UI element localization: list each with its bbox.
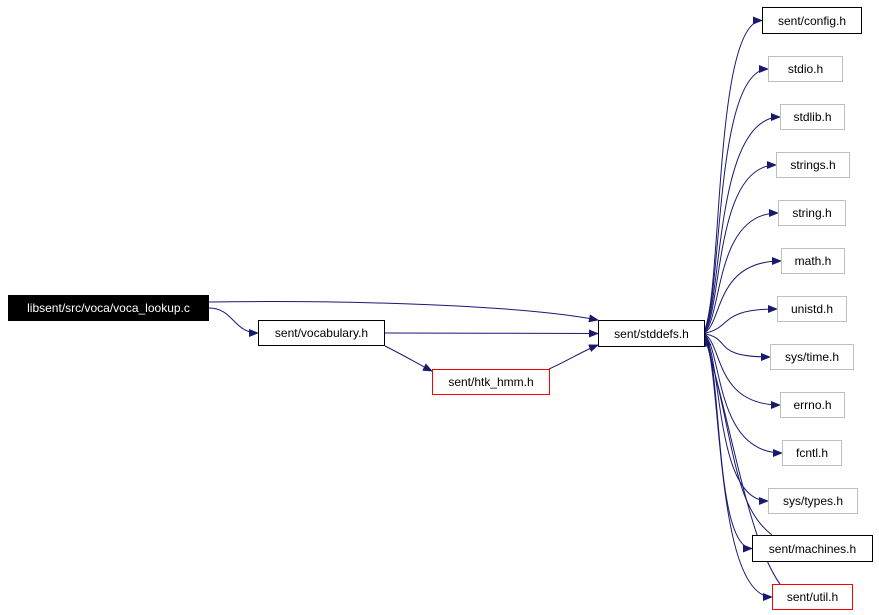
edge-stddefs-to-machines <box>702 333 753 553</box>
node-unistd-h: unistd.h <box>777 296 847 322</box>
edge-stddefs-to-strings <box>702 161 777 334</box>
node-errno-h: errno.h <box>780 392 845 418</box>
edge-htk_hmm-to-stddefs <box>548 344 599 370</box>
node-util-h[interactable]: sent/util.h <box>772 584 853 610</box>
node-strings-h: strings.h <box>776 152 850 178</box>
node-stdio-h: stdio.h <box>768 56 843 82</box>
edge-stddefs-to-stdlib <box>702 113 781 334</box>
edge-stddefs-to-stdio <box>702 65 769 334</box>
node-config-h[interactable]: sent/config.h <box>762 7 862 34</box>
edge-stddefs-to-systime <box>702 333 771 361</box>
node-sys-time-h: sys/time.h <box>770 344 854 370</box>
node-sys-types-h: sys/types.h <box>768 488 858 514</box>
node-htk-hmm-h[interactable]: sent/htk_hmm.h <box>432 369 550 395</box>
node-string-h: string.h <box>778 200 846 226</box>
edge-stddefs-to-systypes <box>702 333 769 505</box>
node-machines-h[interactable]: sent/machines.h <box>752 535 873 562</box>
edge-stddefs-to-math <box>702 257 782 334</box>
node-vocabulary-h[interactable]: sent/vocabulary.h <box>258 320 385 346</box>
edge-stddefs-to-unistd <box>702 305 778 334</box>
edge-root-to-vocabulary <box>208 307 259 337</box>
node-stddefs-h[interactable]: sent/stddefs.h <box>598 320 705 347</box>
node-voca-lookup-c: libsent/src/voca/voca_lookup.c <box>8 295 209 321</box>
edge-root-to-stddefs <box>208 301 599 323</box>
edge-stddefs-to-string <box>702 209 779 334</box>
edge-util-to-stddefs <box>703 336 793 598</box>
edge-vocabulary-to-htk_hmm <box>384 345 433 372</box>
node-math-h: math.h <box>781 248 845 274</box>
edge-machines-to-stddefs <box>703 336 773 536</box>
node-fcntl-h: fcntl.h <box>782 440 842 466</box>
node-stdlib-h: stdlib.h <box>780 104 845 130</box>
edge-vocabulary-to-stddefs <box>384 329 599 338</box>
edge-stddefs-to-config <box>702 16 763 334</box>
